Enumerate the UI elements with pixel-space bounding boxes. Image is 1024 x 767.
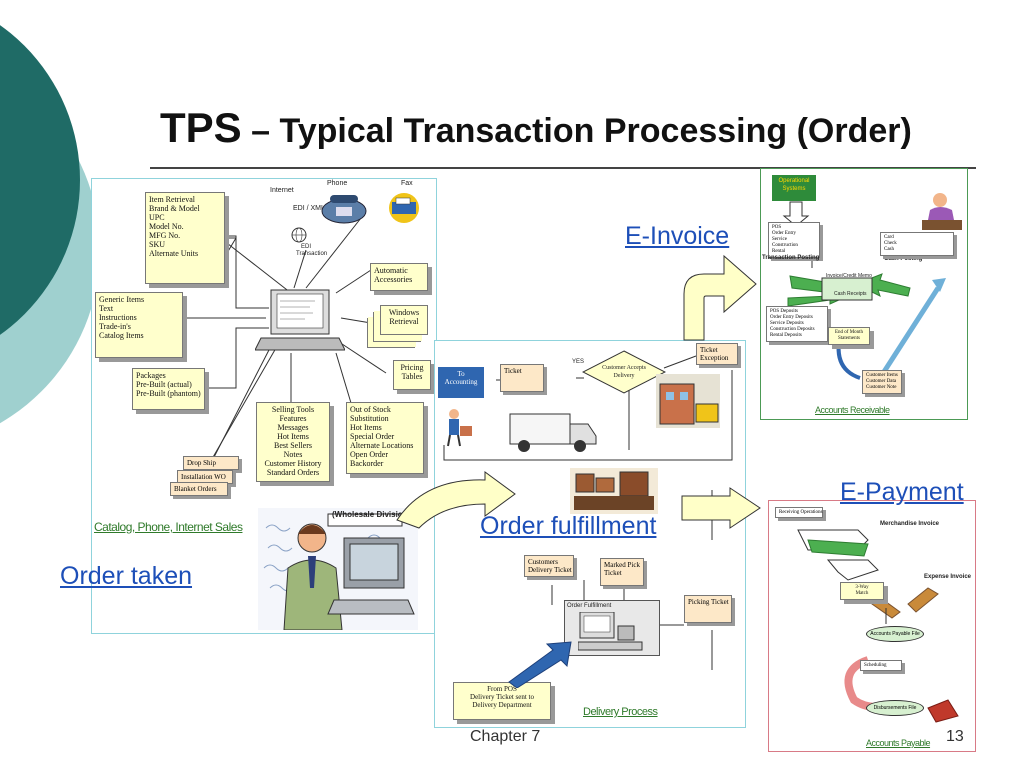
truck-icon bbox=[509, 413, 597, 452]
order-fulfillment-link[interactable]: Order fulfillment bbox=[480, 512, 657, 540]
e-payment-arrow-icon bbox=[681, 487, 761, 529]
e-invoice-arrow-icon bbox=[683, 254, 757, 341]
terminal-icon bbox=[578, 612, 643, 651]
disbursements-file-box: Disbursements File bbox=[866, 700, 924, 716]
e-payment-link[interactable]: E-Payment bbox=[840, 478, 964, 506]
pos-arrow-icon bbox=[508, 641, 572, 688]
phone-icon bbox=[321, 195, 367, 224]
decorative-circles bbox=[0, 25, 100, 424]
globe-icon bbox=[291, 227, 307, 243]
customer-accepts-decision bbox=[582, 350, 666, 394]
picking-ticket-doc: Picking Ticket bbox=[684, 595, 732, 623]
receiving-doc: Receiving Operations bbox=[775, 507, 823, 518]
catalog-caption: Catalog, Phone, Internet Sales bbox=[94, 520, 243, 534]
operational-systems-box: Operational Systems bbox=[772, 175, 816, 201]
edi-xml-label: EDI / XML bbox=[293, 205, 325, 212]
accounts-payable-file-box: Accounts Payable File bbox=[866, 626, 924, 642]
yes-label: YES bbox=[572, 359, 585, 365]
delivery-caption: Delivery Process bbox=[583, 706, 658, 718]
title-divider bbox=[150, 167, 976, 169]
worker-icon bbox=[447, 409, 472, 447]
merchandise-invoice-label: Merchandise Invoice bbox=[880, 521, 940, 527]
blanket-orders-doc: Blanket Orders bbox=[170, 482, 228, 496]
ap-flow-arrows bbox=[797, 529, 959, 723]
cash-posting-label: Cash Posting bbox=[884, 256, 923, 262]
ticket-doc: Ticket bbox=[500, 364, 544, 392]
drop-ship-doc: Drop Ship bbox=[183, 456, 239, 470]
cash-receipts-label: Cash Receipts bbox=[834, 291, 867, 297]
invoice-credit-label: Invoice/Credit Memo bbox=[826, 273, 872, 279]
edi-transaction-label: EDI Transaction bbox=[296, 244, 328, 257]
fax-icon bbox=[389, 193, 419, 223]
phone-label: Phone bbox=[327, 180, 348, 187]
curved-arrow-icon bbox=[396, 471, 516, 529]
accounts-payable-caption: Accounts Payable bbox=[866, 738, 931, 748]
expense-invoice-label: Expense Invoice bbox=[924, 574, 972, 580]
accounts-receivable-caption: Accounts Receivable bbox=[815, 405, 890, 415]
e-invoice-link[interactable]: E-Invoice bbox=[625, 222, 730, 250]
order-taken-link[interactable]: Order taken bbox=[60, 562, 193, 590]
internet-label: Internet bbox=[270, 187, 294, 194]
page-number: 13 bbox=[946, 728, 964, 745]
warehouse-icon bbox=[570, 468, 658, 514]
cashier-icon bbox=[922, 193, 962, 230]
wholesale-division-label: (Wholesale Division) bbox=[332, 510, 411, 519]
computer-icon bbox=[255, 289, 345, 351]
scheduling-doc: Scheduling bbox=[860, 660, 902, 671]
transaction-posting-label: Transaction Posting bbox=[762, 255, 820, 261]
person-at-computer-icon bbox=[258, 508, 418, 630]
ar-flow-arrows bbox=[782, 201, 946, 380]
fax-label: Fax bbox=[401, 180, 413, 187]
building-icon bbox=[656, 374, 720, 428]
footer-chapter: Chapter 7 bbox=[470, 728, 541, 745]
slide-title: TPS – Typical Transaction Processing (Or… bbox=[160, 104, 912, 151]
